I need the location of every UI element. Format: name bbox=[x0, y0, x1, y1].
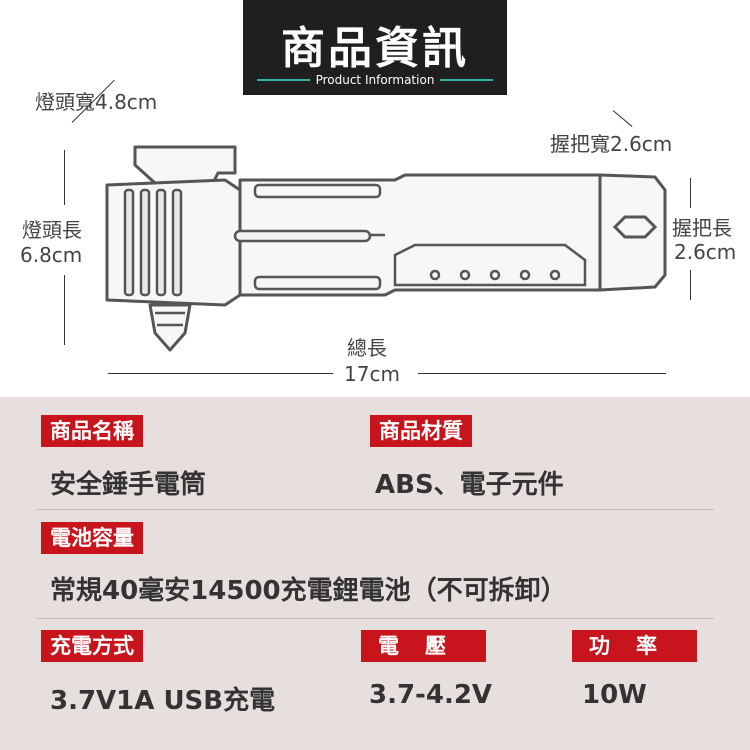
subtitle-left-line bbox=[257, 79, 310, 81]
page-title: 商品資訊 bbox=[281, 23, 469, 74]
power-value: 10W bbox=[582, 680, 647, 710]
product-name-value: 安全錘手電筒 bbox=[50, 470, 207, 500]
power-label: 功率 bbox=[572, 630, 697, 662]
material-label: 商品材質 bbox=[370, 415, 472, 447]
head-length-line-bottom bbox=[64, 275, 65, 345]
voltage-label: 電壓 bbox=[361, 630, 486, 662]
head-length-label: 燈頭長 bbox=[22, 218, 82, 242]
subtitle-right-line bbox=[440, 79, 493, 81]
page-subtitle: Product Information bbox=[315, 73, 435, 87]
voltage-value: 3.7-4.2V bbox=[369, 680, 493, 710]
row-divider bbox=[36, 509, 714, 510]
charging-value: 3.7V1A USB充電 bbox=[50, 686, 276, 716]
grip-length-label: 握把長 bbox=[672, 216, 732, 240]
total-length-line-right bbox=[418, 373, 666, 374]
head-length-value: 6.8cm bbox=[20, 243, 83, 267]
material-value: ABS、電子元件 bbox=[375, 470, 564, 500]
page-subtitle-bar: Product Information bbox=[257, 73, 493, 87]
total-length-value: 17cm bbox=[344, 362, 400, 386]
head-length-line-top bbox=[64, 150, 65, 205]
head-width-dimension: 燈頭寬4.8cm bbox=[35, 90, 158, 114]
battery-value: 常規40毫安14500充電鋰電池（不可拆卸） bbox=[50, 576, 567, 606]
row-divider bbox=[36, 618, 714, 619]
header-banner: 商品資訊 Product Information bbox=[243, 0, 507, 95]
grip-length-line-top bbox=[690, 178, 691, 208]
product-name-label: 商品名稱 bbox=[41, 415, 143, 447]
total-length-label: 總長 bbox=[347, 336, 387, 360]
total-length-line-left bbox=[108, 373, 333, 374]
flashlight-hammer-illustration bbox=[105, 145, 667, 352]
battery-label: 電池容量 bbox=[41, 522, 143, 554]
charging-label: 充電方式 bbox=[41, 630, 143, 662]
grip-width-dimension: 握把寬2.6cm bbox=[550, 132, 673, 156]
spec-panel: 商品名稱 安全錘手電筒 商品材質 ABS、電子元件 電池容量 常規40毫安145… bbox=[0, 397, 750, 750]
grip-length-line-bottom bbox=[690, 270, 691, 300]
grip-length-value: 2.6cm bbox=[674, 240, 737, 264]
grip-width-line bbox=[612, 110, 633, 127]
